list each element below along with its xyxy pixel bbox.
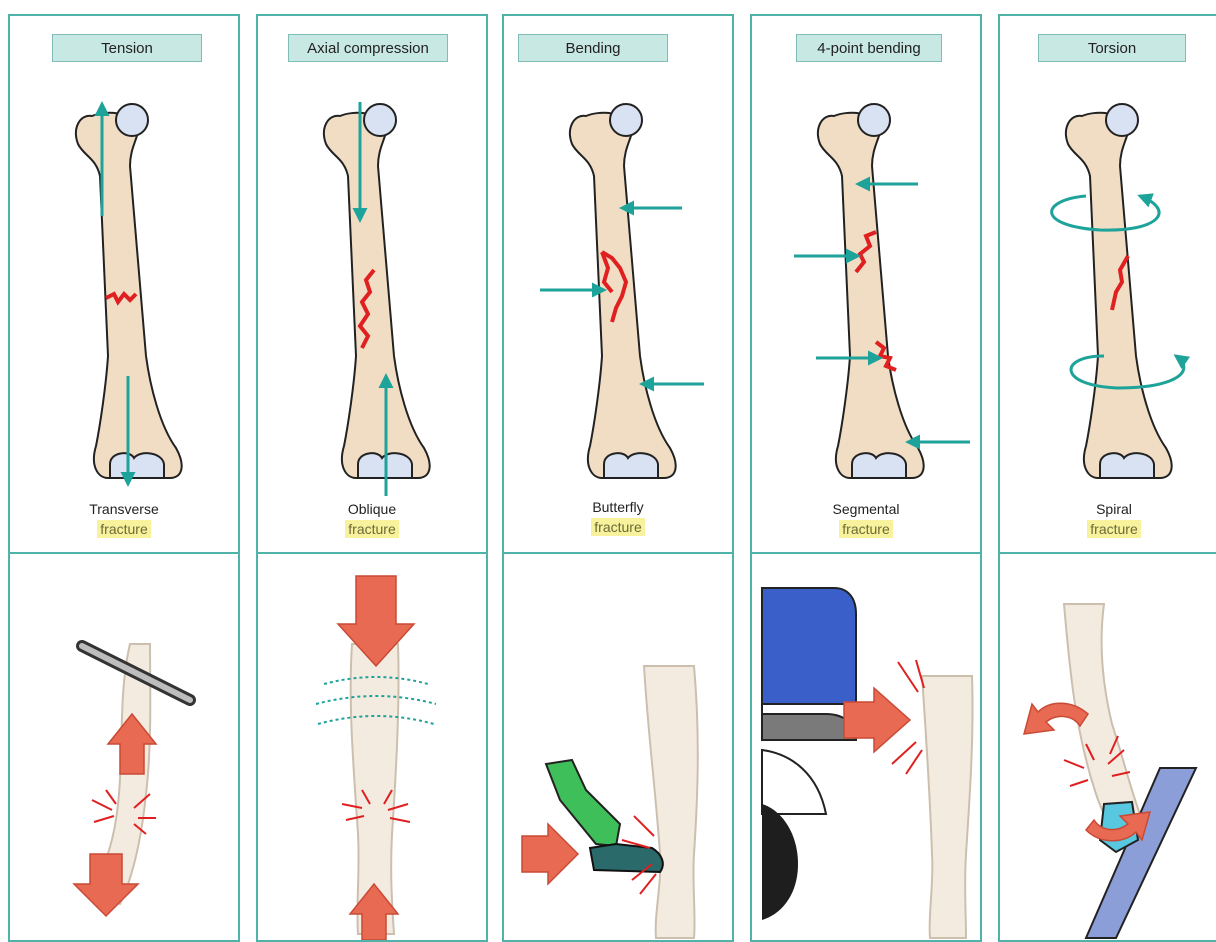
fracture-type: Segmental	[752, 500, 980, 518]
leg-outline	[644, 666, 698, 938]
fracture-label: Spiral fracture	[1000, 500, 1216, 539]
fracture-label: Transverse fracture	[10, 500, 238, 539]
injury-scene	[1000, 554, 1216, 940]
fracture-word: fracture	[839, 520, 892, 538]
panel-axial-compression: Axial compression Oblique fracture	[256, 14, 488, 942]
femur-bone	[818, 104, 924, 478]
injury-scene	[10, 554, 238, 940]
femur-diagram	[504, 86, 732, 496]
leg-outline	[922, 676, 973, 938]
fracture-type: Spiral	[1000, 500, 1216, 518]
injury-scene	[504, 554, 732, 940]
femur-diagram	[752, 86, 980, 496]
panel-4-point-bending: 4-point bending Segmental fracture	[750, 14, 982, 942]
panel-torsion: Torsion Spiral fracture	[998, 14, 1216, 942]
fracture-word: fracture	[1087, 520, 1140, 538]
fracture-label: Oblique fracture	[258, 500, 486, 539]
fracture-type: Transverse	[10, 500, 238, 518]
fracture-label: Segmental fracture	[752, 500, 980, 539]
panel-bending: Bending Butterfly fracture	[502, 14, 734, 942]
boot-icon	[590, 844, 663, 872]
injury-scene	[258, 554, 486, 940]
panel-title: Axial compression	[288, 34, 448, 62]
injury-scene	[752, 554, 980, 940]
fracture-word: fracture	[97, 520, 150, 538]
panel-title: Torsion	[1038, 34, 1186, 62]
fracture-word: fracture	[591, 518, 644, 536]
panel-title: Tension	[52, 34, 202, 62]
femur-bone	[324, 104, 430, 478]
impact-arrow-right	[522, 824, 578, 884]
car-icon	[762, 588, 856, 920]
fracture-type: Oblique	[258, 500, 486, 518]
panel-title: Bending	[518, 34, 668, 62]
impact-arrow-down	[338, 576, 414, 666]
femur-diagram	[258, 86, 486, 496]
fracture-type: Butterfly	[504, 498, 732, 516]
femur-diagram	[1000, 86, 1216, 496]
panel-tension: Tension Transverse fracture	[8, 14, 240, 942]
fracture-word: fracture	[345, 520, 398, 538]
panel-title: 4-point bending	[796, 34, 942, 62]
femur-diagram	[10, 86, 238, 496]
fracture-label: Butterfly fracture	[504, 498, 732, 537]
